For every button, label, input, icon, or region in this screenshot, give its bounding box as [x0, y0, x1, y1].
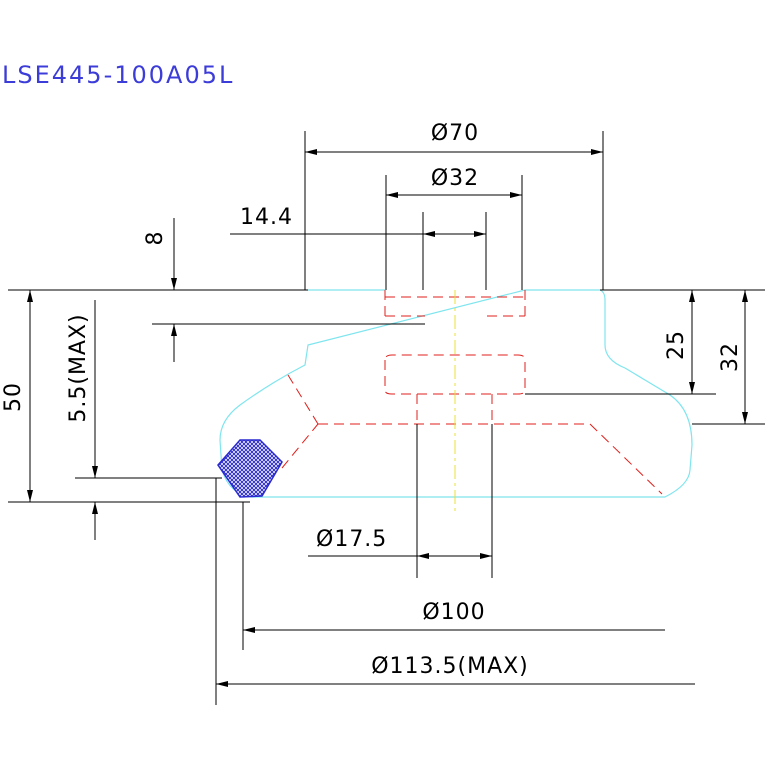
dim-d113-5-max: Ø113.5(MAX): [371, 654, 529, 679]
dim-8: 8: [143, 231, 168, 246]
dim-d17-5: Ø17.5: [316, 527, 387, 552]
dim-32-height: 32: [718, 342, 743, 372]
dim-25: 25: [664, 330, 689, 360]
dim-50: 50: [1, 382, 26, 412]
part-number-title: LSE445-100A05L: [2, 61, 234, 89]
dim-d100: Ø100: [422, 600, 485, 625]
hidden-lines: [281, 290, 663, 495]
dim-d70: Ø70: [431, 121, 479, 146]
dim-5-5-max: 5.5(MAX): [66, 313, 91, 422]
part-outline: [219, 289, 693, 498]
dim-14-4: 14.4: [240, 205, 293, 230]
dimension-lines: [8, 131, 765, 705]
dim-d32: Ø32: [431, 166, 479, 191]
o-ring-section: [217, 439, 283, 498]
